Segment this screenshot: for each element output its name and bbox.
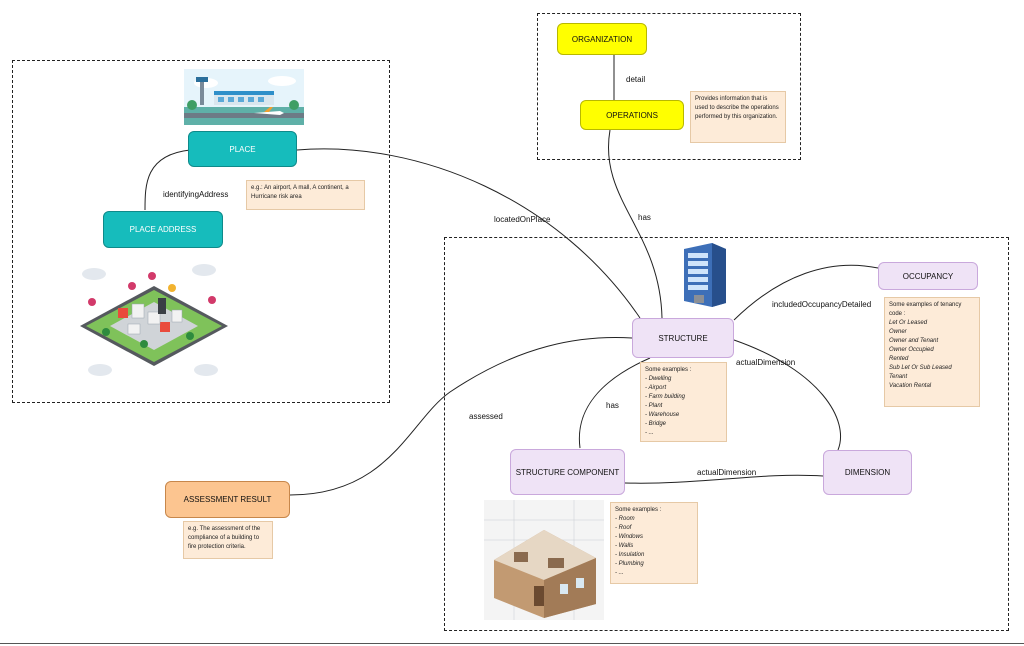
occupancy-example-item: Sub Let Or Sub Leased: [889, 365, 952, 371]
component-examples-title: Some examples :: [615, 507, 662, 513]
place-note: e.g.: An airport, A mall, A continent, a…: [246, 180, 365, 210]
occupancy-node[interactable]: OCCUPANCY: [878, 262, 978, 290]
bottom-rule: [0, 643, 1024, 644]
structure-example-item: - Bridge: [645, 421, 667, 427]
structure-node[interactable]: STRUCTURE: [632, 318, 734, 358]
dimension-node[interactable]: DIMENSION: [823, 450, 912, 495]
structure-component-node[interactable]: STRUCTURE COMPONENT: [510, 449, 625, 495]
edge-label-located-on-place: locatedOnPlace: [494, 215, 551, 224]
component-example-item: - Insulation: [615, 552, 645, 558]
place-address-node[interactable]: PLACE ADDRESS: [103, 211, 223, 248]
component-example-item: - Roof: [615, 525, 632, 531]
edge-has-operations: [608, 129, 663, 319]
operations-node[interactable]: OPERATIONS: [580, 100, 684, 130]
edge-label-included-occupancy: includedOccupancyDetailed: [772, 300, 872, 309]
structure-example-item: - ...: [645, 430, 654, 436]
edge-identifying-address: [144, 149, 191, 211]
component-example-item: - ...: [615, 570, 624, 576]
occupancy-example-item: Tenant: [889, 374, 908, 380]
place-node[interactable]: PLACE: [188, 131, 297, 167]
component-example-item: - Room: [615, 516, 635, 522]
operations-note: Provides information that is used to des…: [690, 91, 786, 143]
edge-label-actual-dimension-structure: actualDimension: [736, 358, 796, 367]
edge-label-has-component: has: [606, 401, 619, 410]
place-note-line1: e.g.: An airport, A mall, A continent, a: [251, 185, 349, 191]
occupancy-examples-note: Some examples of tenancy code : Let Or L…: [884, 297, 980, 407]
organization-frame: [537, 13, 801, 160]
occupancy-examples-title: Some examples of tenancy code :: [889, 302, 962, 317]
edge-included-occupancy: [733, 264, 879, 321]
structure-example-item: - Dwelling: [645, 376, 672, 382]
structure-example-item: - Warehouse: [645, 412, 680, 418]
occupancy-example-item: Let Or Leased: [889, 320, 928, 326]
edge-label-identifying-address: identifyingAddress: [163, 190, 229, 199]
place-frame: [12, 60, 390, 403]
structure-example-item: - Farm building: [645, 394, 686, 400]
edge-actual-dimension-component: [624, 474, 824, 484]
organization-node[interactable]: ORGANIZATION: [557, 23, 647, 55]
edge-label-has-operations: has: [638, 213, 651, 222]
component-example-item: - Walls: [615, 543, 634, 549]
edge-assessed: [289, 337, 633, 496]
assessment-result-node[interactable]: ASSESSMENT RESULT: [165, 481, 290, 518]
structure-examples-note: Some examples : - Dwelling - Airport - F…: [640, 362, 727, 442]
office-building-icon: [684, 243, 726, 307]
occupancy-example-item: Owner Occupied: [889, 347, 934, 353]
assessment-note: e.g. The assessment of the compliance of…: [183, 521, 273, 559]
house-cutaway-illustration: [484, 500, 604, 620]
edge-has-component: [578, 357, 651, 449]
edge-label-actual-dimension-component: actualDimension: [697, 468, 757, 477]
airport-illustration: [184, 69, 304, 125]
component-example-item: - Windows: [615, 534, 643, 540]
structure-examples-title: Some examples :: [645, 367, 692, 373]
component-example-item: - Plumbing: [615, 561, 644, 567]
component-examples-note: Some examples : - Room - Roof - Windows …: [610, 502, 698, 584]
occupancy-example-item: Owner: [889, 329, 907, 335]
place-note-line2: Hurricane risk area: [251, 194, 302, 200]
structure-example-item: - Airport: [645, 385, 667, 391]
structure-frame: [444, 237, 1009, 631]
edge-located-on-place: [296, 148, 641, 319]
structure-example-item: - Plant: [645, 403, 663, 409]
city-map-illustration: [80, 264, 228, 376]
occupancy-example-item: Vacation Rental: [889, 383, 932, 389]
occupancy-example-item: Rented: [889, 356, 909, 362]
edge-label-assessed: assessed: [469, 412, 503, 421]
edge-actual-dimension-structure: [733, 339, 842, 451]
edge-label-detail: detail: [626, 75, 646, 84]
occupancy-example-item: Owner and Tenant: [889, 338, 939, 344]
